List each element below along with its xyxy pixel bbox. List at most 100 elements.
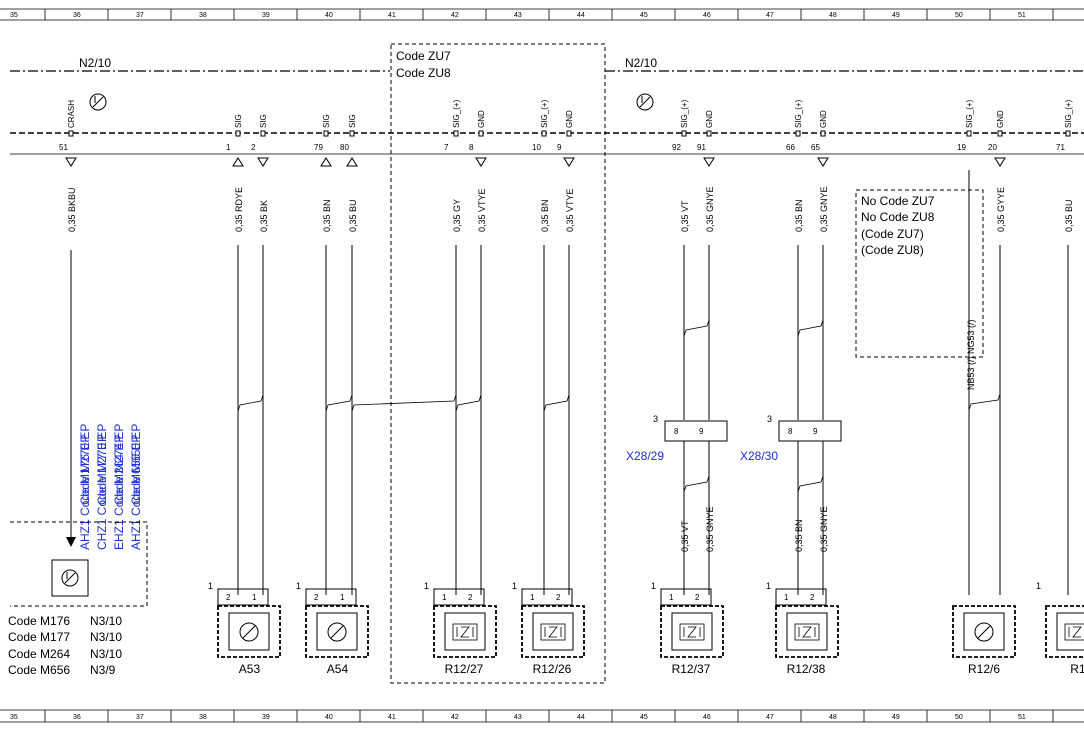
pin-terminal [795, 130, 801, 137]
wire-label-lower: 0,35 GNYE [819, 506, 829, 552]
twist-mark [325, 394, 353, 412]
wire-label: 0,35 BU [348, 199, 358, 232]
grid-number: 47 [766, 12, 774, 19]
pin-function: SIG_(+) [794, 99, 803, 128]
x28-30-pin-9: 9 [813, 427, 818, 436]
blue-code-2: CHZ1 Code M177 EP [95, 434, 109, 550]
component-box [305, 605, 369, 658]
pin-19: SIG_(+)19 [957, 99, 974, 595]
component-pin: 1 [530, 593, 535, 602]
arrow-down-icon [66, 537, 76, 547]
arrow-down-icon [257, 157, 269, 167]
component-number: 1 [296, 581, 301, 591]
grid-number: 36 [73, 12, 81, 19]
pin-number: 80 [340, 143, 349, 152]
component-r12-6: R12/6 [952, 605, 1016, 676]
wire-label: 0,35 GNYE [819, 186, 829, 232]
wire-label: 0,35 VTYE [565, 188, 575, 232]
connector-housing [775, 588, 827, 606]
pin-function: CRASH [67, 100, 76, 128]
component-box [1045, 605, 1084, 658]
sensor-icon-stroke [330, 625, 344, 639]
component-box [217, 605, 281, 658]
nb-note: NB53 (/) NG53 (/) [966, 319, 976, 390]
pin-71: SIG_(+)710,35 BU [1056, 99, 1074, 595]
grid-number: 41 [388, 714, 396, 721]
component-body [786, 612, 828, 651]
blue-code-overlay-4: Code M650 EP [129, 424, 143, 505]
blue-code-4: AHZ1 Code M656 EP [129, 435, 143, 550]
note-line-1: No Code ZU7 [861, 194, 935, 208]
component-label: R1 [1070, 662, 1084, 676]
pin-number: 10 [532, 143, 541, 152]
pin-terminal [820, 130, 826, 137]
heater-icon [679, 623, 705, 641]
table-ref: N3/10 [90, 630, 122, 644]
blue-code-3: EHZ1 Code M264 EP [112, 435, 126, 550]
left-code-table: Code M176 N3/10 Code M177 N3/10 Code M26… [8, 614, 122, 677]
pin-function: GND [565, 110, 574, 128]
table-code: Code M177 [8, 630, 70, 644]
blue-code-overlay-1: Code M270 EP [78, 424, 92, 505]
x28-30-number: 3 [767, 414, 772, 424]
pin-terminal [235, 130, 241, 137]
wire-label: 0,35 BU [1064, 199, 1074, 232]
pin-function: SIG_(+) [452, 99, 461, 128]
x28-30-label: X28/30 [740, 449, 778, 463]
connector-housing [660, 588, 712, 606]
component-pin: 1 [669, 593, 674, 602]
grid-number: 47 [766, 714, 774, 721]
table-ref: N3/9 [90, 663, 116, 677]
twist-mark [797, 319, 824, 337]
pin-92: SIG_(+)920,35 VT [672, 99, 710, 420]
grid-number: 35 [10, 714, 18, 721]
component-body [444, 612, 486, 651]
wire-label-lower: 0,35 BN [794, 519, 804, 552]
pin-terminal [68, 130, 74, 137]
pin-function: SIG [322, 114, 331, 128]
component-label: R12/6 [968, 662, 1000, 676]
pin-function: GND [819, 110, 828, 128]
wire-label: 0,35 GNYE [705, 186, 715, 232]
grid-number: 44 [577, 12, 585, 19]
wire-label: 0,35 GYYE [996, 187, 1006, 232]
pin-terminal [453, 130, 459, 137]
code-box-line-1: Code ZU7 [396, 49, 451, 63]
blue-code-labels: AHZ1 Code M176 EP CHZ1 Code M177 EP EHZ1… [78, 424, 143, 550]
grid-number: 50 [955, 12, 963, 19]
pin-number: 51 [59, 143, 68, 152]
arrow-up-icon [320, 157, 332, 167]
component-pin: 1 [252, 593, 257, 602]
grid-number: 37 [136, 12, 144, 19]
component-body [1056, 612, 1084, 651]
note-line-4: (Code ZU8) [861, 243, 924, 257]
pin-10: SIG_(+)100,35 BN [532, 99, 570, 595]
sensor-icon [974, 622, 994, 642]
component-pin: 1 [442, 593, 447, 602]
component-box [521, 605, 585, 658]
code-box-line-2: Code ZU8 [396, 66, 451, 80]
left-sensor-box [10, 521, 148, 607]
component-pin: 2 [226, 593, 231, 602]
heater-icon [794, 623, 820, 641]
heater-icon [452, 623, 478, 641]
grid-number: 46 [703, 714, 711, 721]
pin-number: 7 [444, 143, 449, 152]
component-label: R12/38 [787, 662, 826, 676]
sensor-icon [327, 622, 347, 642]
grid-number: 37 [136, 714, 144, 721]
component-label: A54 [327, 662, 349, 676]
connector-housing [217, 588, 269, 606]
grid-number: 49 [892, 714, 900, 721]
connector-housing [433, 588, 485, 606]
grid-number: 38 [199, 714, 207, 721]
pin-terminal [260, 130, 266, 137]
twist-mark [683, 475, 710, 493]
component-r1: 1R1 [1036, 581, 1084, 676]
